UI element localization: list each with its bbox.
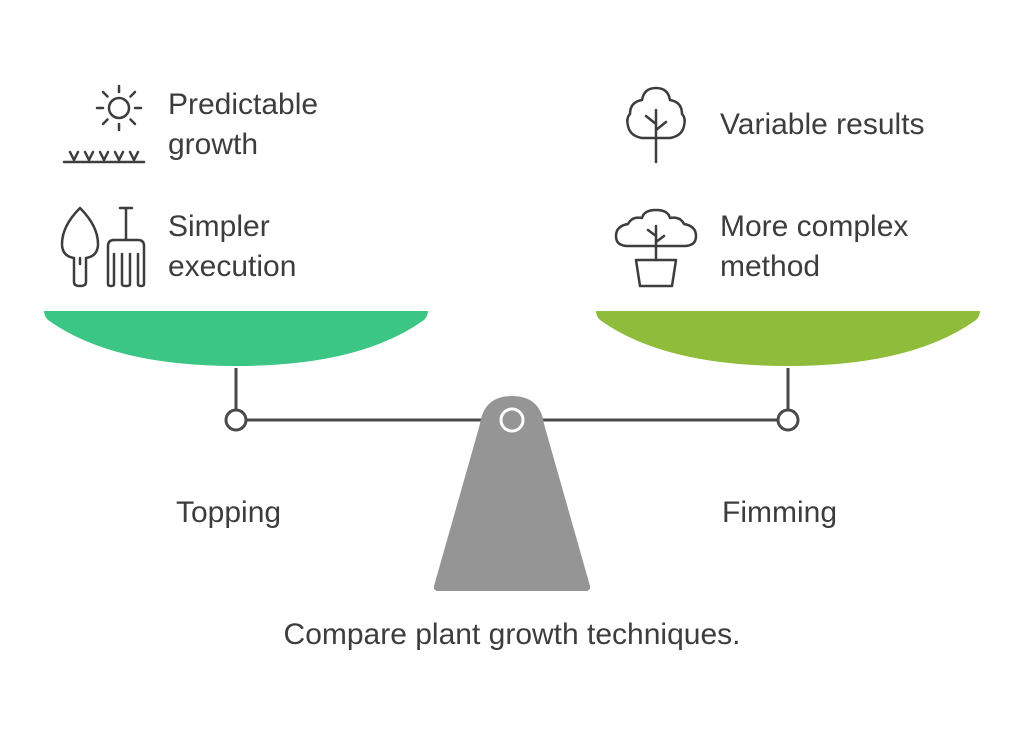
left-joint [224, 408, 248, 432]
right-joint [776, 408, 800, 432]
tree-icon [622, 82, 690, 166]
left-side-label: Topping [176, 496, 282, 529]
left-item-1-line2: growth [168, 128, 259, 161]
left-item-2-line2: execution [168, 250, 297, 283]
right-side-label: Fimming [722, 496, 838, 529]
pivot-joint [499, 407, 525, 433]
sun-grass-icon [58, 82, 148, 168]
right-item-2-line1: More complex [720, 210, 909, 243]
diagram-caption: Compare plant growth techniques. [283, 618, 741, 651]
left-item-1-line1: Predictable [168, 88, 319, 121]
left-item-2-line1: Simpler [168, 210, 270, 243]
potted-plant-icon [610, 204, 702, 290]
trowel-fork-icon [58, 204, 150, 290]
right-pan [596, 311, 980, 366]
right-item-1-line1: Variable results [720, 108, 925, 141]
fulcrum [433, 396, 591, 591]
right-item-2-line2: method [720, 250, 821, 283]
left-pan [44, 311, 428, 366]
